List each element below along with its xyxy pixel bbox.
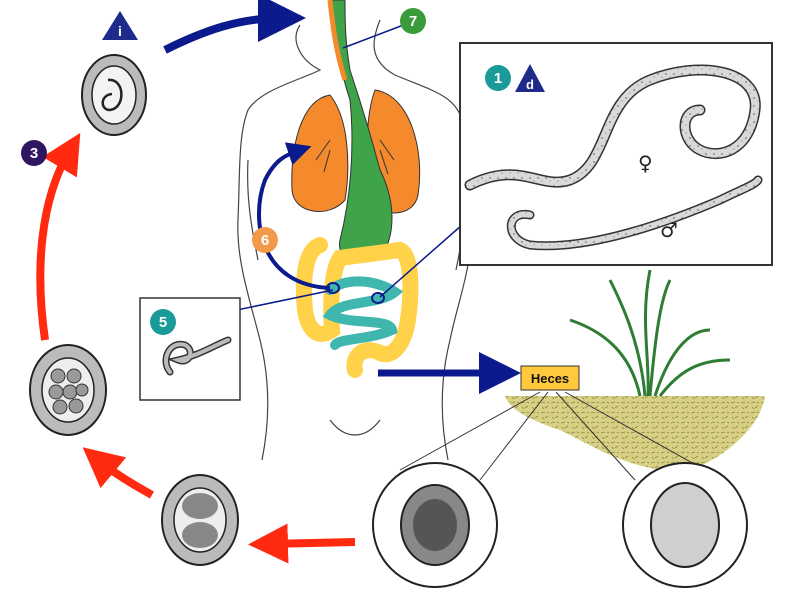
arrow-red-left-1 [82,447,154,499]
soil-and-grass [505,269,765,471]
stage-badge-1: 1 [485,65,511,91]
larva-panel [139,297,241,401]
svg-text:i: i [118,23,122,39]
svg-text:d: d [526,77,534,92]
heces-label-box: Heces [520,365,580,391]
stage-badge-6: 6 [252,227,278,253]
migration-arrow [257,142,331,290]
heces-label: Heces [531,371,569,386]
male-symbol: ♂ [660,218,678,242]
stage-badge-7: 7 [400,8,426,34]
fertilized-egg-circle [622,462,748,588]
female-symbol: ♀ [638,151,653,175]
arrow-to-mouth [163,0,306,54]
svg-text:3: 3 [30,145,38,162]
stage-triangle-i: i [102,11,138,40]
unembryonated-egg-circle [372,462,498,588]
leader-line-5 [231,289,334,312]
stage-badge-5: 5 [150,309,176,335]
svg-text:7: 7 [409,13,417,30]
leader-line-1 [379,224,463,298]
infective-egg [81,54,147,136]
arrow-red-up [36,132,81,341]
large-intestine [295,237,419,378]
arrow-red-left-2 [248,523,356,564]
two-cell-egg [161,474,239,566]
adult-worms-panel: ♀ ♂ [459,42,773,266]
svg-text:5: 5 [159,314,167,331]
svg-text:6: 6 [261,232,269,249]
stage-badge-3: 3 [21,140,47,166]
stage-triangle-d: d [515,64,545,92]
morula-egg [29,344,107,436]
zoom-lines [399,391,706,481]
svg-text:1: 1 [494,70,502,87]
leader-line-7 [342,23,407,49]
